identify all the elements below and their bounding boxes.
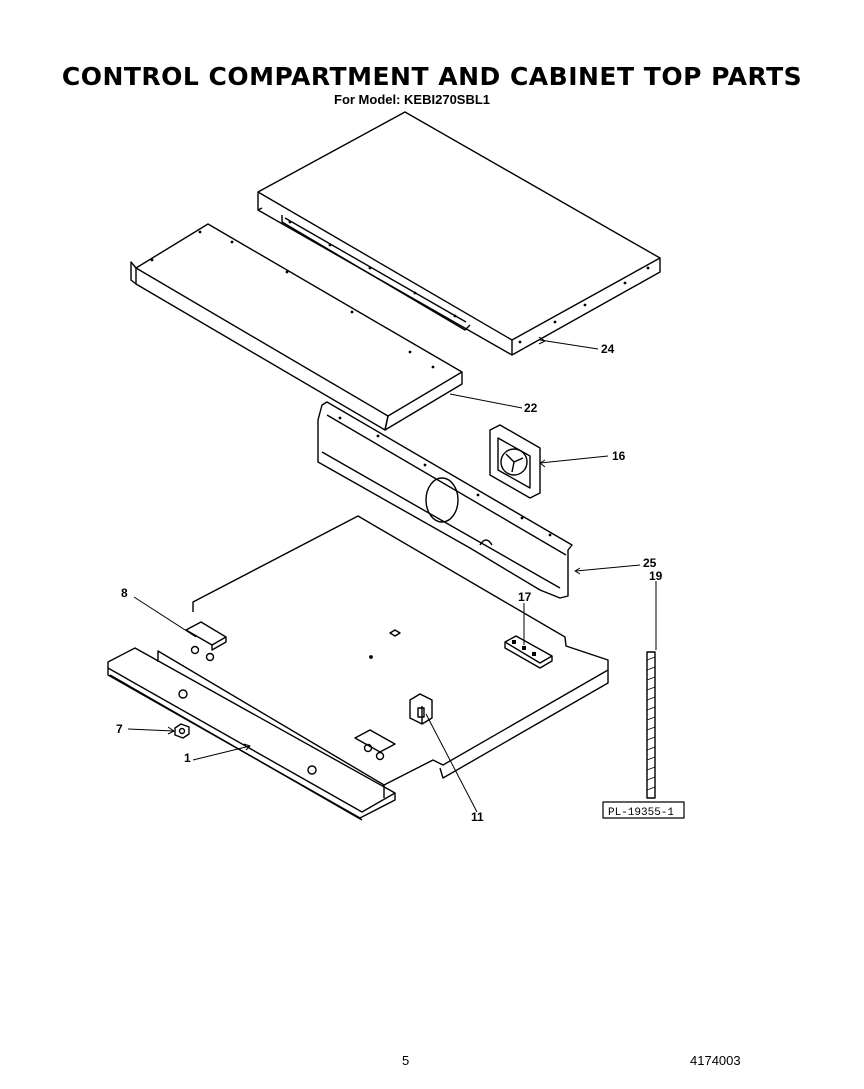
callout-1: 1 <box>184 751 191 765</box>
callout-24: 24 <box>601 342 615 356</box>
terminal-block-part-17 <box>504 635 553 669</box>
control-panel-bracket-part-25 <box>317 401 573 599</box>
plate-id-text: PL-19355-1 <box>608 807 674 819</box>
callout-25: 25 <box>643 556 657 570</box>
callout-19: 19 <box>649 569 663 583</box>
fan-part-16 <box>489 424 541 499</box>
front-trim-part-1 <box>107 647 396 821</box>
callout-7: 7 <box>116 722 123 736</box>
control-panel-top-part-22 <box>130 223 463 431</box>
callout-16: 16 <box>612 449 626 463</box>
leader-lines <box>127 336 657 813</box>
callout-labels: 24 22 16 25 19 17 8 7 1 11 <box>116 342 663 824</box>
bracket-part-11 <box>409 693 433 725</box>
nut-part-7 <box>174 723 190 739</box>
plate-id-box: PL-19355-1 <box>602 801 685 819</box>
page-number: 5 <box>402 1053 410 1068</box>
callout-11: 11 <box>471 810 484 824</box>
base-details <box>354 629 401 761</box>
callout-17: 17 <box>518 590 532 604</box>
document-number: 4174003 <box>690 1053 741 1068</box>
callout-22: 22 <box>524 401 538 415</box>
model-subtitle: For Model: KEBI270SBL1 <box>334 92 491 107</box>
callout-8: 8 <box>121 586 128 600</box>
bracket-part-8 <box>185 621 227 662</box>
rod-part-19 <box>646 651 656 799</box>
page-title: CONTROL COMPARTMENT AND CABINET TOP PART… <box>61 62 803 91</box>
cabinet-top-part-24 <box>257 111 661 356</box>
